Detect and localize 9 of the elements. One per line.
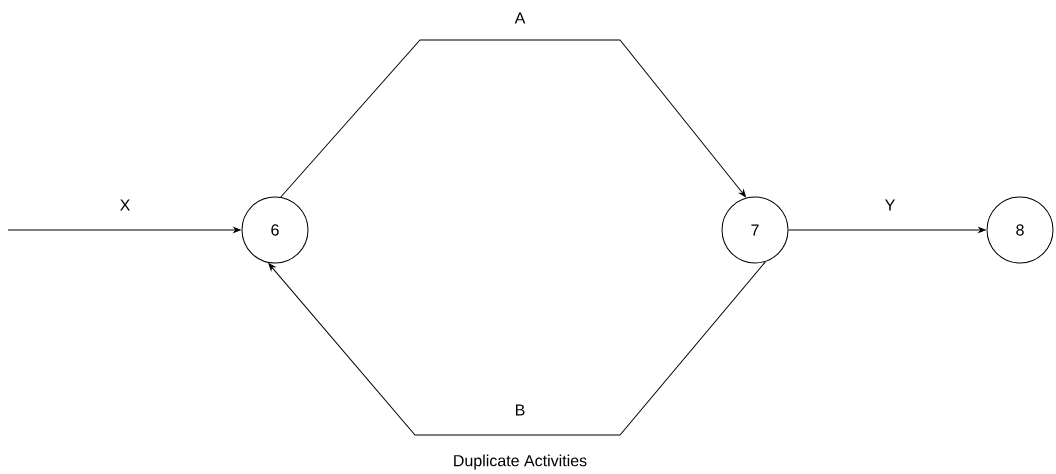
edge-label: Y	[885, 199, 895, 211]
edge-label: A	[514, 12, 526, 24]
arrow	[280, 39, 746, 198]
caption: Duplicate Activities	[454, 454, 587, 470]
arrow	[788, 227, 986, 233]
edge-label: X	[120, 199, 130, 211]
edge-label: B	[516, 404, 525, 416]
arrow	[268, 261, 766, 436]
arrow	[7, 227, 241, 233]
